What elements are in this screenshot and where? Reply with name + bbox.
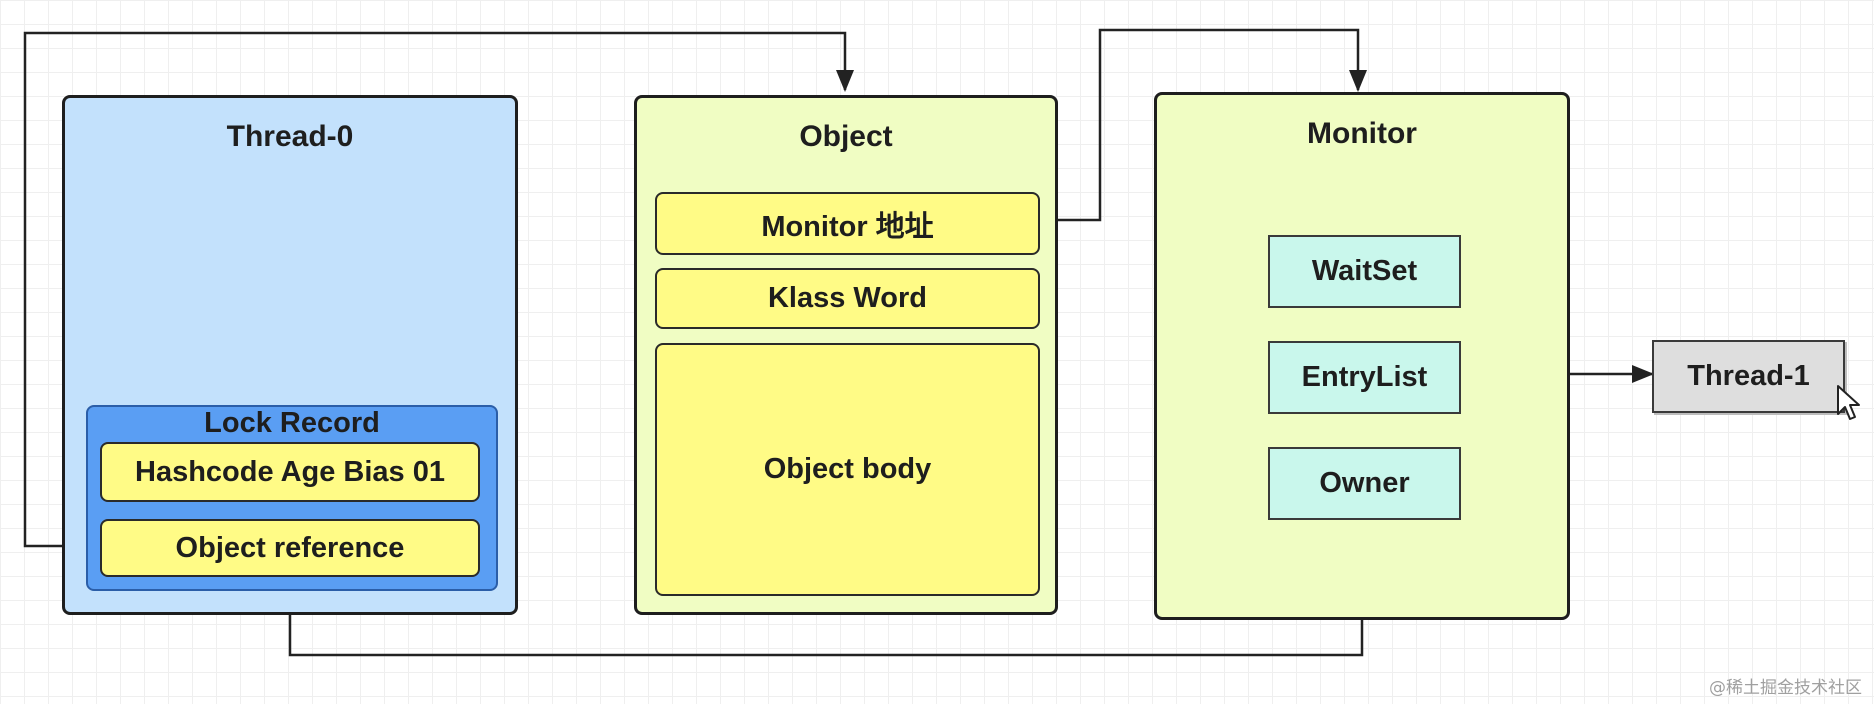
monitor-title: Monitor xyxy=(1307,117,1417,150)
object-panel: Object Monitor 地址 Klass Word Object body xyxy=(634,95,1058,615)
monitor-panel: Monitor WaitSet EntryList Owner xyxy=(1154,92,1570,620)
monitor-address-to-monitor-arrow xyxy=(1037,28,1367,222)
object-title: Object xyxy=(799,120,893,153)
mouse-cursor-icon xyxy=(1837,385,1860,420)
object-reference-to-object-arrow xyxy=(23,31,854,548)
lock-record-title: Lock Record xyxy=(204,407,380,439)
owner-field: Owner xyxy=(1268,447,1461,520)
lock-record-box: Lock Record Hashcode Age Bias 01 Object … xyxy=(86,405,498,591)
klass-word-field: Klass Word xyxy=(655,268,1040,329)
hashcode-age-bias-field: Hashcode Age Bias 01 xyxy=(100,442,480,502)
monitor-address-field: Monitor 地址 xyxy=(655,192,1040,255)
thread0-panel: Thread-0 Lock Record Hashcode Age Bias 0… xyxy=(62,95,518,615)
entrylist-field: EntryList xyxy=(1268,341,1461,414)
object-body-field: Object body xyxy=(655,343,1040,596)
waitset-field: WaitSet xyxy=(1268,235,1461,308)
watermark: @稀土掘金技术社区 xyxy=(1709,678,1862,698)
object-reference-field: Object reference xyxy=(100,519,480,577)
thread1-box: Thread-1 xyxy=(1652,340,1845,413)
thread0-title: Thread-0 xyxy=(226,120,354,153)
